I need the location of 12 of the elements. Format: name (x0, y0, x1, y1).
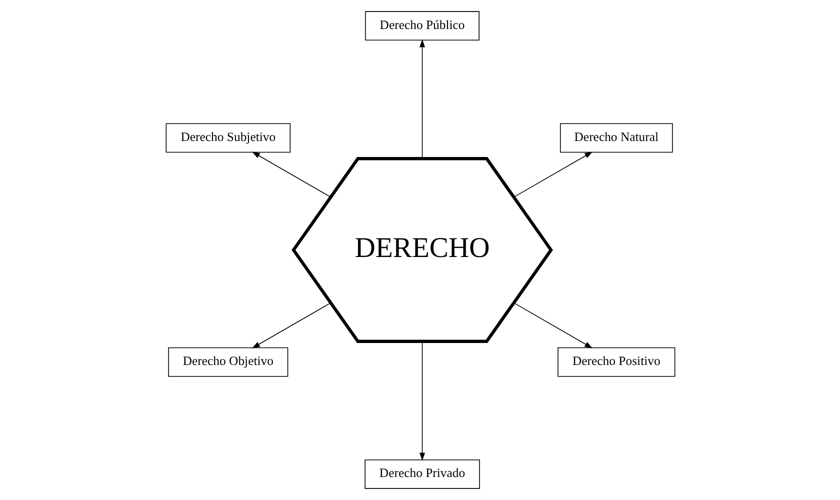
arrow (419, 39, 425, 159)
node-box: Derecho Natural (559, 123, 672, 153)
node-box: Derecho Positivo (557, 347, 675, 377)
node-box: Derecho Privado (364, 459, 480, 489)
node-box: Derecho Subjetivo (165, 123, 290, 153)
arrow (513, 302, 592, 348)
arrow (419, 341, 425, 461)
node-box: Derecho Objetivo (168, 347, 288, 377)
arrow (251, 152, 331, 198)
arrow (251, 302, 331, 348)
node-box: Derecho Público (364, 11, 479, 41)
arrow (513, 152, 592, 198)
